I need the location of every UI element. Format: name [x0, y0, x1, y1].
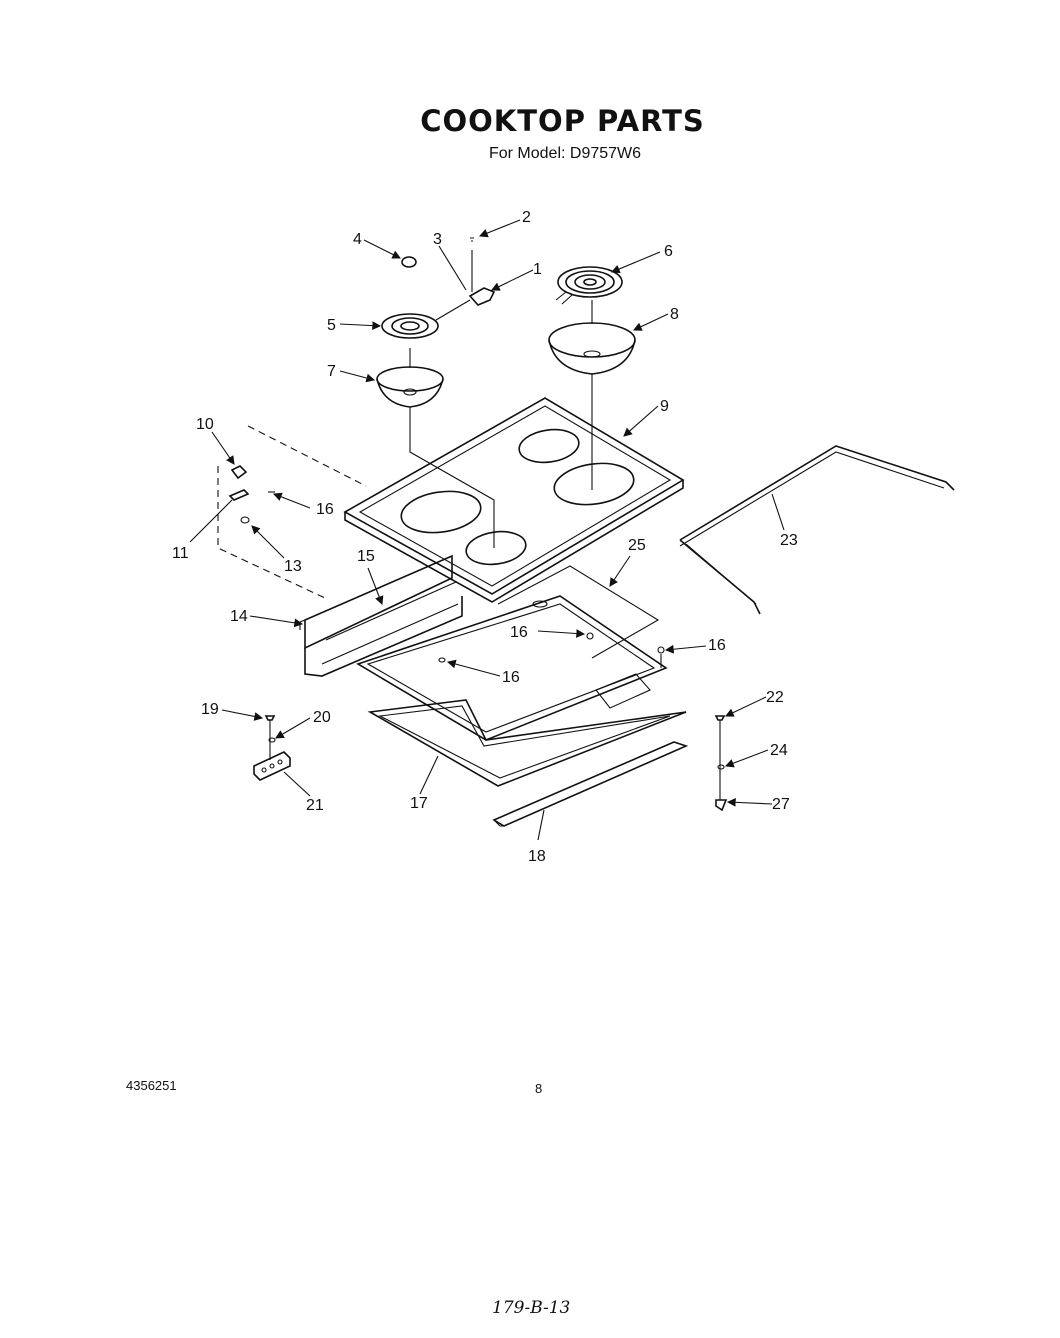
callout-8: 8 [670, 306, 679, 323]
callout-10: 10 [196, 416, 214, 433]
bottom-tray-part [367, 699, 687, 787]
callout-3: 3 [433, 231, 442, 248]
trim-strip-part [492, 741, 689, 827]
bolt-left-part [264, 715, 276, 760]
callout-18: 18 [528, 848, 546, 865]
callout-1: 1 [533, 261, 542, 278]
callout-4: 4 [353, 231, 362, 248]
callout-16-left: 16 [316, 501, 334, 518]
callout-16-right: 16 [708, 637, 726, 654]
model-subtitle: For Model: D9757W6 [488, 145, 642, 162]
handwritten-code: 179-B-13 [492, 1298, 571, 1318]
document-number: 4356251 [126, 1078, 177, 1093]
callout-22: 22 [766, 689, 784, 706]
side-washer-part [240, 516, 250, 524]
cooktop-main-top [343, 397, 685, 603]
callout-11: 11 [172, 545, 189, 562]
support-rod-part [679, 445, 955, 615]
callout-23: 23 [780, 532, 798, 549]
callout-14: 14 [230, 608, 248, 625]
callout-16-center: 16 [510, 624, 528, 641]
page-number: 8 [535, 1081, 543, 1096]
callout-7: 7 [327, 363, 336, 380]
bolt-right-part [714, 715, 728, 812]
callout-15: 15 [357, 548, 375, 565]
terminal-block-part [253, 751, 291, 781]
large-surface-element [555, 266, 623, 305]
callout-25: 25 [628, 537, 646, 554]
callout-17: 17 [410, 795, 428, 812]
screw-part [470, 237, 474, 242]
callout-19: 19 [201, 701, 219, 718]
callout-27: 27 [772, 796, 790, 813]
inner-panel-part [497, 565, 660, 659]
knob-cap-part [401, 256, 417, 268]
callout-2: 2 [522, 209, 531, 226]
leader-lines [189, 219, 785, 841]
small-surface-element [381, 299, 471, 339]
callout-9: 9 [660, 398, 669, 415]
callout-24: 24 [770, 742, 788, 759]
callout-16-lower: 16 [502, 669, 520, 686]
middle-tray-part [356, 595, 668, 741]
callout-6: 6 [664, 243, 673, 260]
terminal-bracket-part [468, 250, 496, 306]
large-drip-pan [548, 322, 636, 375]
callout-20: 20 [313, 709, 331, 726]
callout-5: 5 [327, 317, 336, 334]
small-drip-pan [376, 366, 444, 408]
front-channel-part [299, 554, 463, 677]
page-title: COOKTOP PARTS [420, 104, 705, 138]
side-clip-part [230, 465, 248, 480]
callout-21: 21 [306, 797, 324, 814]
side-pad-part [228, 489, 250, 501]
callout-13: 13 [284, 558, 302, 575]
